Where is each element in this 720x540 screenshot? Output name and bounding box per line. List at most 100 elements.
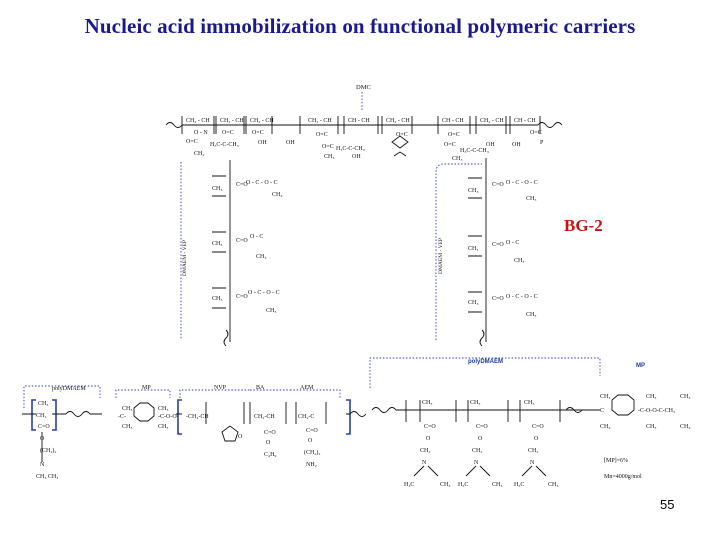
bottom-left-structure: polyDMAEM MP CH₃ CH₂ C=O O (CH₂)₂ N CH₃ … [22, 385, 367, 480]
svg-text:OH: OH [486, 142, 495, 148]
dmc-label: DMC [356, 84, 371, 91]
svg-text:CH₃: CH₃ [422, 400, 432, 406]
svg-text:-C-O-O-C-CH₃: -C-O-O-C-CH₃ [638, 408, 675, 414]
svg-text:O=C: O=C [448, 132, 460, 138]
svg-text:CH₂-C: CH₂-C [298, 414, 314, 420]
svg-text:CH₃: CH₃ [600, 394, 610, 400]
svg-text:O=C: O=C [322, 144, 334, 150]
svg-text:O - C - O - C: O - C - O - C [246, 180, 278, 186]
svg-text:NH₂: NH₂ [306, 462, 317, 468]
svg-text:N: N [422, 460, 427, 466]
svg-text:O: O [426, 436, 431, 442]
middle-mp-label: MP [636, 363, 645, 369]
svg-text:O: O [534, 436, 539, 442]
svg-text:CH₂-CH: CH₂-CH [254, 414, 275, 420]
svg-text:OH: OH [258, 140, 267, 146]
svg-text:CH₃: CH₃ [256, 254, 266, 260]
svg-text:O - C: O - C [506, 240, 519, 246]
svg-text:CH₃ CH₃: CH₃ CH₃ [36, 474, 58, 480]
svg-text:O - C - O - C: O - C - O - C [506, 294, 538, 300]
svg-text:O=C: O=C [316, 132, 328, 138]
left-chain-units: CH₃ C=O O - C - O - C CH₃ CH₃ C=O O - C … [212, 175, 282, 314]
mp-percent-note: [MP]=6% [604, 458, 628, 464]
svg-text:CH₃: CH₃ [452, 156, 462, 162]
svg-text:C=O: C=O [264, 430, 276, 436]
svg-text:O=C: O=C [186, 139, 198, 145]
svg-text:CH₂ - CH: CH₂ - CH [186, 118, 210, 124]
svg-text:CH₃: CH₃ [680, 394, 690, 400]
slide-title: Nucleic acid immobilization on functiona… [84, 14, 636, 38]
svg-text:CH₃: CH₃ [122, 406, 132, 412]
svg-text:CH₃: CH₃ [646, 424, 656, 430]
svg-text:C₄H₉: C₄H₉ [264, 452, 277, 458]
svg-text:C=O: C=O [38, 424, 50, 430]
svg-text:O=C: O=C [530, 130, 542, 136]
svg-text:CH₃: CH₃ [526, 196, 536, 202]
middle-poly-label: polyDMAEM [468, 359, 503, 365]
svg-text:CH₃: CH₃ [468, 188, 478, 194]
svg-text:CH₃: CH₃ [548, 482, 558, 488]
svg-text:CH₂ - CH: CH₂ - CH [386, 118, 410, 124]
svg-text:CH₃: CH₃ [468, 300, 478, 306]
svg-text:O: O [238, 434, 243, 440]
svg-text:CH₃: CH₃ [680, 424, 690, 430]
svg-text:CH₃: CH₃ [646, 394, 656, 400]
svg-text:CH₂ - CH: CH₂ - CH [250, 118, 274, 124]
page-number: 55 [660, 497, 675, 512]
svg-text:C=O: C=O [492, 182, 504, 188]
svg-text:C=O: C=O [236, 294, 248, 300]
bottom-polydmaem-label: polyDMAEM [52, 386, 86, 392]
svg-text:H₃C-C-CH₃: H₃C-C-CH₃ [210, 142, 239, 148]
svg-text:O: O [40, 436, 45, 442]
svg-text:CH₃: CH₃ [600, 424, 610, 430]
svg-text:C=O: C=O [236, 238, 248, 244]
svg-text:H₃C-C-CH₃: H₃C-C-CH₃ [336, 146, 365, 152]
svg-text:(CH₂)₂: (CH₂)₂ [40, 447, 57, 454]
svg-text:CH₂: CH₂ [194, 151, 204, 157]
svg-text:CH₃: CH₃ [526, 312, 536, 318]
svg-text:CH₃: CH₃ [212, 241, 222, 247]
right-chain-units: CH₃ C=O O - C - O - C CH₃ CH₃ C=O O - C … [468, 177, 538, 318]
svg-text:H₃C: H₃C [514, 482, 524, 488]
svg-text:-C-: -C- [118, 414, 126, 420]
svg-text:P: P [540, 140, 544, 146]
svg-text:O=C: O=C [396, 132, 408, 138]
svg-text:-C-O-O-: -C-O-O- [158, 414, 179, 420]
svg-text:CH₃: CH₃ [470, 400, 480, 406]
svg-text:CH - CH: CH - CH [348, 118, 370, 124]
svg-text:CH₂: CH₂ [528, 448, 538, 454]
bg2-label: BG-2 [564, 216, 603, 235]
svg-text:CH₃: CH₃ [524, 400, 534, 406]
left-graft-chain: DMAEM - VEP CH₃ C=O O - C - O - C CH₃ CH… [180, 160, 282, 347]
svg-text:O - C - O - C: O - C - O - C [506, 180, 538, 186]
svg-text:H₃C-C-CH₃: H₃C-C-CH₃ [460, 148, 489, 154]
svg-text:O=C: O=C [222, 130, 234, 136]
svg-text:CH₃: CH₃ [440, 482, 450, 488]
svg-text:C=O: C=O [236, 182, 248, 188]
svg-text:H₃C: H₃C [458, 482, 468, 488]
svg-text:CH - CH: CH - CH [442, 118, 464, 124]
molecular-weight-note: Mn=4000g/mol [604, 474, 642, 480]
svg-text:CH₃: CH₃ [266, 308, 276, 314]
svg-text:C=O: C=O [492, 296, 504, 302]
svg-text:CH₂ - CH: CH₂ - CH [480, 118, 504, 124]
svg-text:CH₃: CH₃ [122, 424, 132, 430]
svg-text:CH₃: CH₃ [212, 186, 222, 192]
svg-text:H₃C: H₃C [404, 482, 414, 488]
svg-text:(CH₂)₂: (CH₂)₂ [304, 449, 321, 456]
svg-text:N: N [530, 460, 535, 466]
svg-text:CH₃: CH₃ [272, 192, 282, 198]
right-chain-label: DMAEM - VEP [438, 238, 444, 274]
svg-text:CH - CH: CH - CH [514, 118, 536, 124]
dmc-repeat-units: CH₂ - CH CH₂ - CH CH₂ - CH CH₂ - CH CH -… [181, 116, 544, 162]
ba-label: BA [256, 385, 265, 391]
svg-text:CH₃: CH₃ [158, 424, 168, 430]
svg-text:CH₂: CH₂ [420, 448, 430, 454]
svg-text:O: O [308, 438, 313, 444]
svg-text:C=O: C=O [476, 424, 488, 430]
svg-text:O: O [478, 436, 483, 442]
svg-text:O - C: O - C [250, 234, 263, 240]
svg-text:CH₃: CH₃ [158, 406, 168, 412]
svg-text:CH₃: CH₃ [468, 246, 478, 252]
